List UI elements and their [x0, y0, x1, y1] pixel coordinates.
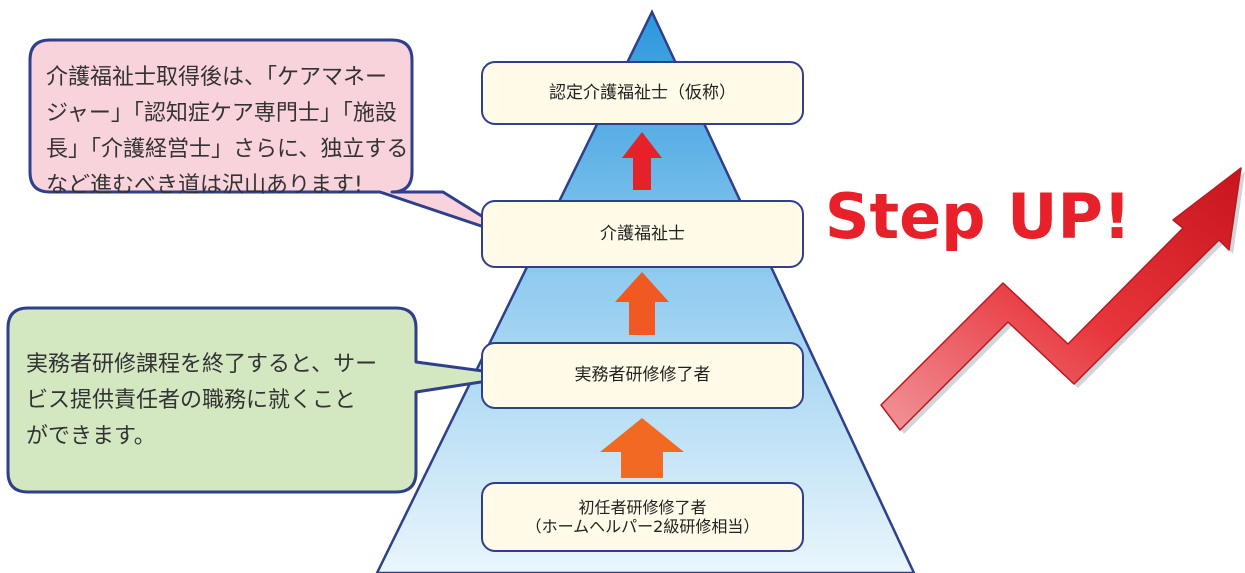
step-arrow-middle — [615, 272, 669, 335]
level-practitioner-training: 実務者研修修了者 — [481, 342, 804, 409]
level-certified-care-worker: 認定介護福祉士（仮称） — [481, 61, 804, 125]
level-label: 初任者研修修了者 （ホームヘルパー2級研修相当） — [525, 497, 760, 536]
trend-up-arrow-icon — [880, 167, 1245, 434]
level-label: 実務者研修修了者 — [574, 365, 711, 386]
level-label: 認定介護福祉士（仮称） — [549, 82, 736, 103]
callout-green-bubble — [6, 306, 522, 494]
callout-green-text: 実務者研修課程を終了すると、サー ビス提供責任者の職務に就くこと ができます。 — [26, 352, 378, 449]
step-arrow-top — [622, 132, 662, 190]
callout-pink-text: 介護福祉士取得後は、「ケアマネー ジャー」「認知症ケア専門士」「施設 長」「介護… — [46, 65, 409, 198]
step-up-text: Step UP! — [825, 180, 1131, 253]
level-initial-training: 初任者研修修了者 （ホームヘルパー2級研修相当） — [481, 482, 804, 552]
level-label: 介護福祉士 — [600, 223, 685, 244]
level-care-worker: 介護福祉士 — [481, 200, 804, 268]
callout-pink-bubble — [28, 38, 519, 240]
step-arrow-bottom — [600, 418, 684, 478]
